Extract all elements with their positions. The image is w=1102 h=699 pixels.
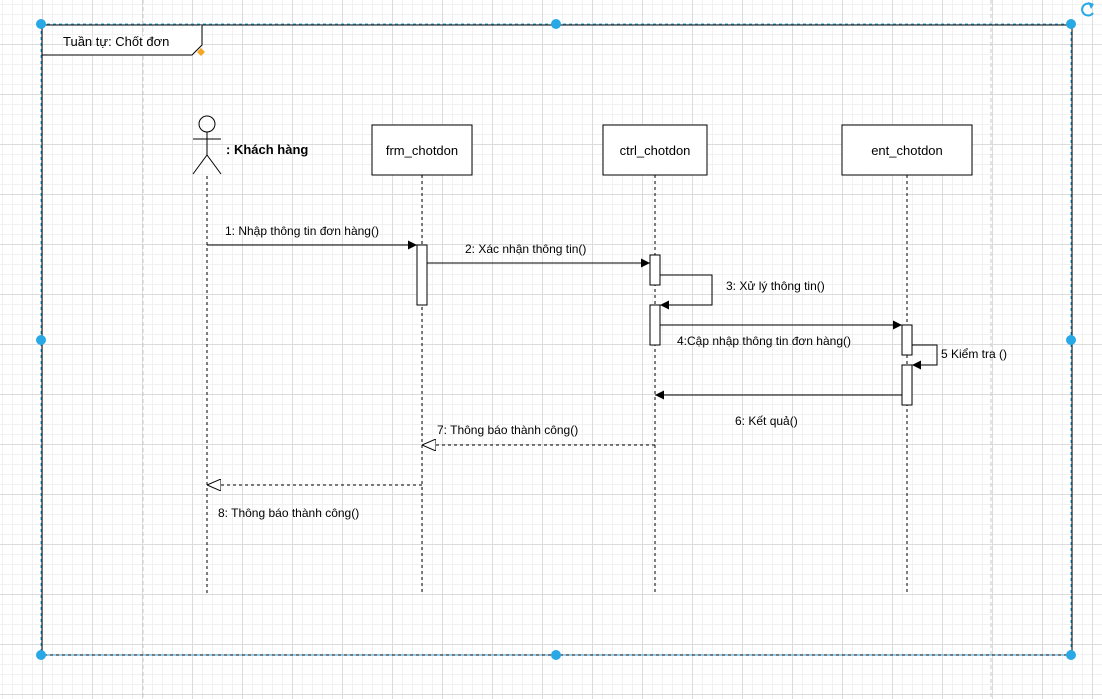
message-8-label: 8: Thông báo thành công()	[218, 506, 359, 520]
message-2-label: 2: Xác nhận thông tin()	[465, 242, 586, 256]
activation-bar[interactable]	[649, 254, 661, 286]
resize-handle-n[interactable]	[551, 19, 561, 29]
message-3-label: 3: Xử lý thông tin()	[726, 279, 825, 293]
rotate-icon[interactable]	[1081, 2, 1094, 17]
actor-khach-hang[interactable]: : Khách hàng	[192, 115, 308, 175]
lifeline-frm-chotdon[interactable]: frm_chotdon	[371, 124, 473, 176]
resize-handle-sw[interactable]	[36, 650, 46, 660]
resize-handle-nw[interactable]	[36, 19, 46, 29]
lifeline-ctrl-chotdon[interactable]: ctrl_chotdon	[602, 124, 708, 176]
message-5[interactable]: 5 Kiểm tra ()	[912, 344, 1007, 370]
message-3[interactable]: 3: Xử lý thông tin()	[660, 274, 825, 310]
message-6[interactable]: 6: Kết quả()	[655, 390, 902, 428]
sequence-frame[interactable]: Tuần tự: Chốt đơn	[41, 24, 1073, 656]
selection-border	[40, 23, 1072, 656]
activation-bar[interactable]	[901, 364, 913, 406]
resize-handle-w[interactable]	[36, 335, 46, 345]
actor-label: : Khách hàng	[226, 142, 308, 157]
resize-handle-s[interactable]	[551, 650, 561, 660]
lifeline-ctrl-box	[602, 124, 708, 176]
message-6-label: 6: Kết quả()	[735, 414, 798, 428]
resize-handle-e[interactable]	[1066, 335, 1076, 345]
lifeline-ent-chotdon[interactable]: ent_chotdon	[841, 124, 973, 176]
activation-bar[interactable]	[649, 304, 661, 346]
resize-handle-se[interactable]	[1066, 650, 1076, 660]
activation-bar[interactable]	[416, 244, 428, 306]
message-5-arrow	[912, 344, 938, 370]
message-4-label: 4:Cập nhập thông tin đơn hàng()	[677, 334, 851, 348]
lifeline-frm-label: frm_chotdon	[386, 143, 458, 158]
frame-border	[41, 24, 1073, 656]
frame-title: Tuần tự: Chốt đơn	[63, 34, 169, 49]
corner-marker-icon[interactable]	[197, 48, 205, 56]
selection-overlay	[36, 2, 1094, 660]
message-7[interactable]: 7: Thông báo thành công()	[422, 423, 655, 445]
lifeline-frm-box	[371, 124, 473, 176]
message-4[interactable]: 4:Cập nhập thông tin đơn hàng()	[660, 320, 902, 348]
frame-title-tab	[42, 25, 203, 56]
lifeline-ctrl-label: ctrl_chotdon	[620, 143, 691, 158]
message-1-label: 1: Nhập thông tin đơn hàng()	[225, 224, 379, 238]
resize-handle-ne[interactable]	[1066, 19, 1076, 29]
activation-bars	[416, 244, 913, 406]
lifeline-ent-label: ent_chotdon	[871, 143, 943, 158]
message-1[interactable]: 1: Nhập thông tin đơn hàng()	[207, 224, 417, 250]
actor-icon	[192, 115, 222, 175]
message-7-label: 7: Thông báo thành công()	[437, 423, 578, 437]
message-8[interactable]: 8: Thông báo thành công()	[207, 485, 422, 520]
page-guides	[142, 0, 992, 699]
activation-bar[interactable]	[901, 324, 913, 356]
message-3-arrow	[660, 274, 713, 310]
message-2[interactable]: 2: Xác nhận thông tin()	[427, 242, 650, 268]
message-5-label: 5 Kiểm tra ()	[941, 347, 1007, 361]
